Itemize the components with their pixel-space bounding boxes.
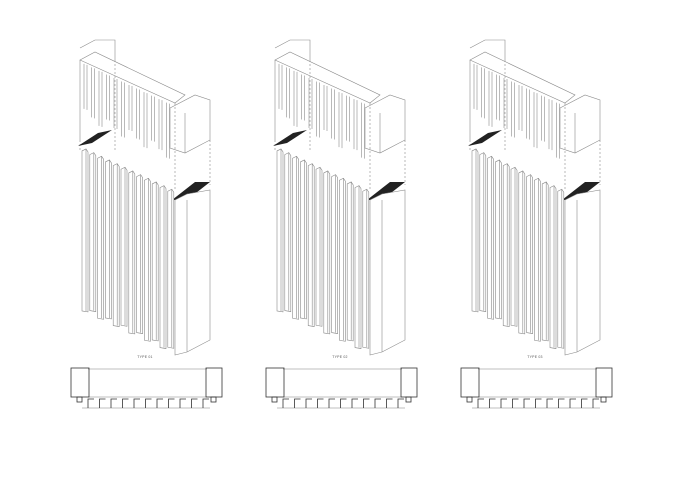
plan-view-2 <box>265 367 418 409</box>
plan-view-3 <box>460 367 613 409</box>
facade-unit-1 <box>78 39 211 356</box>
grille-plates <box>273 130 405 200</box>
facade-unit-3 <box>468 39 601 356</box>
facade-unit-2 <box>273 39 406 356</box>
type-label-3: TYPE 03 <box>527 355 543 359</box>
grille-plates <box>78 130 210 200</box>
plan-view-1 <box>70 367 223 409</box>
grille-plates <box>468 130 600 200</box>
type-label-2: TYPE 02 <box>332 355 348 359</box>
type-label-1: TYPE 01 <box>137 355 153 359</box>
